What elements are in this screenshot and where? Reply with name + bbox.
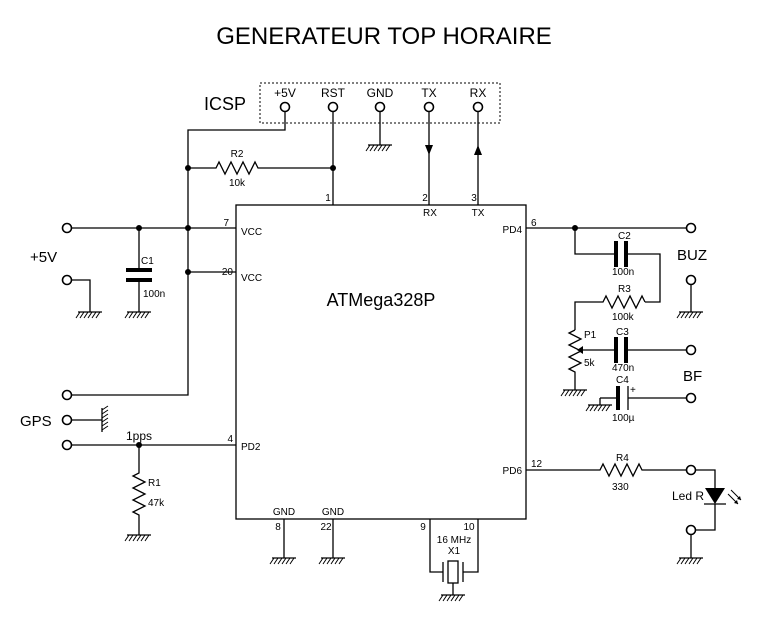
crystal-x1: 16 MHz X1	[429, 519, 479, 602]
svg-text:PD2: PD2	[241, 442, 261, 453]
icsp-pin-rx: RX	[470, 86, 487, 100]
svg-text:8: 8	[275, 522, 281, 533]
svg-text:R4: R4	[616, 453, 629, 464]
svg-text:100µ: 100µ	[612, 413, 635, 424]
atmega328p-chip: ATMega328P 1 2 3 RX TX 7 VCC 20 VCC 4 PD…	[222, 193, 543, 533]
signal-label: 1pps	[126, 429, 152, 443]
svg-text:3: 3	[471, 193, 477, 204]
svg-text:+: +	[630, 385, 636, 396]
svg-text:100n: 100n	[612, 267, 634, 278]
svg-text:12: 12	[531, 459, 543, 470]
gps-label: GPS	[20, 413, 52, 430]
icsp-pin-rst: RST	[321, 86, 346, 100]
svg-text:PD6: PD6	[503, 466, 523, 477]
svg-text:P1: P1	[584, 330, 597, 341]
svg-text:R3: R3	[618, 284, 631, 295]
svg-text:GND: GND	[273, 507, 295, 518]
svg-text:C2: C2	[618, 231, 631, 242]
gps-connector: GPS 1pps	[20, 389, 236, 451]
power-connector: +5V	[30, 222, 236, 319]
icsp-header: ICSP +5V RST GND TX RX	[204, 82, 501, 124]
svg-text:VCC: VCC	[241, 227, 262, 238]
pd6-led-network: R4 330 Led R	[526, 453, 742, 565]
svg-text:C1: C1	[141, 256, 154, 267]
icsp-pin-gnd: GND	[367, 86, 394, 100]
icsp-label: ICSP	[204, 94, 246, 114]
svg-text:R1: R1	[148, 478, 161, 489]
svg-text:X1: X1	[448, 546, 461, 557]
capacitor-c4: + C4 100µ	[585, 375, 697, 424]
svg-text:330: 330	[612, 482, 629, 493]
buz-label: BUZ	[677, 247, 707, 264]
chip-name: ATMega328P	[327, 290, 436, 310]
svg-text:9: 9	[420, 522, 426, 533]
svg-text:PD4: PD4	[503, 225, 523, 236]
svg-text:5k: 5k	[584, 358, 596, 369]
svg-text:C3: C3	[616, 327, 629, 338]
svg-text:TX: TX	[472, 208, 485, 219]
svg-text:6: 6	[531, 218, 537, 229]
pd4-network: C2 100n R3 100k BUZ	[526, 222, 707, 330]
svg-text:2: 2	[422, 193, 428, 204]
svg-text:RX: RX	[423, 208, 437, 219]
svg-text:10: 10	[463, 522, 475, 533]
led-label: Led R	[672, 489, 704, 503]
chip-ground-pins	[269, 519, 345, 565]
power-label: +5V	[30, 249, 57, 266]
svg-text:GND: GND	[322, 507, 344, 518]
svg-text:47k: 47k	[148, 498, 165, 509]
potentiometer-p1: P1 5k	[560, 329, 614, 397]
svg-text:C4: C4	[616, 375, 629, 386]
svg-text:16 MHz: 16 MHz	[437, 535, 471, 546]
svg-text:470n: 470n	[612, 363, 634, 374]
svg-text:1: 1	[325, 193, 331, 204]
svg-text:7: 7	[223, 218, 229, 229]
icsp-wires	[70, 112, 482, 396]
svg-text:10k: 10k	[229, 178, 246, 189]
diagram-title: GENERATEUR TOP HORAIRE	[216, 23, 552, 50]
icsp-pin-5v: +5V	[274, 86, 296, 100]
resistor-r2: R2 10k	[188, 149, 333, 189]
ground-symbol-icsp	[365, 144, 392, 152]
capacitor-c1: C1 100n	[124, 228, 165, 319]
resistor-r1: R1 47k	[124, 445, 165, 542]
svg-text:4: 4	[227, 434, 233, 445]
svg-text:100n: 100n	[143, 289, 165, 300]
bf-label: BF	[683, 368, 702, 385]
icsp-pin-tx: TX	[421, 86, 436, 100]
svg-text:R2: R2	[231, 149, 244, 160]
svg-text:22: 22	[320, 522, 332, 533]
svg-text:100k: 100k	[612, 312, 635, 323]
capacitor-c3: C3 470n BF	[612, 327, 702, 385]
svg-text:VCC: VCC	[241, 273, 262, 284]
